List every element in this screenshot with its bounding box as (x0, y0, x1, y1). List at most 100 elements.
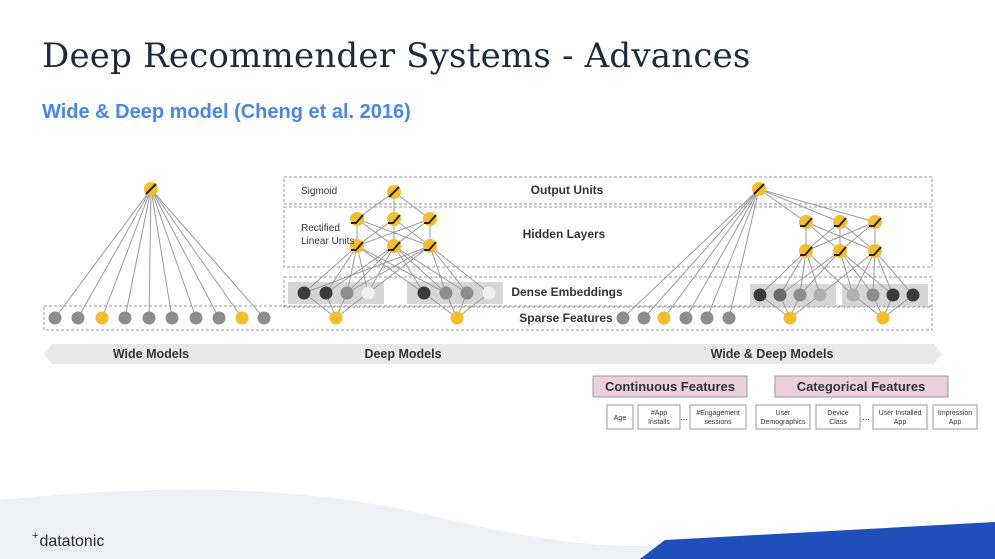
sparse-features-label: Sparse Features (519, 311, 613, 325)
wide-models-label: Wide Models (113, 347, 189, 361)
sparse-node (722, 311, 736, 325)
feature-item-label: Class (829, 419, 847, 426)
embedding-node (813, 288, 827, 302)
sparse-node (876, 311, 890, 325)
feature-item-label: App (894, 419, 907, 426)
layer-frames (43, 176, 933, 331)
embedding-node (773, 288, 787, 302)
embedding-node (753, 288, 767, 302)
widedeep-output-node (752, 182, 766, 196)
dense-embeddings-label: Dense Embeddings (511, 285, 623, 299)
sparse-node (118, 311, 132, 325)
sparse-nodes (48, 311, 890, 325)
embedding-node (340, 286, 354, 300)
feature-item-box (872, 404, 928, 430)
sparse-node (95, 311, 109, 325)
embedding-node (417, 286, 431, 300)
sparse-layer-frame (43, 305, 933, 331)
embedding-nodes (297, 286, 920, 302)
sparse-node (71, 311, 85, 325)
sparse-node (450, 311, 464, 325)
feature-item-box (815, 404, 861, 430)
feature-item-label: User (776, 410, 791, 417)
sparse-node (616, 311, 630, 325)
feature-item-label: Impression (938, 410, 972, 417)
feature-item-box (755, 404, 811, 430)
embedding-node (866, 288, 880, 302)
feature-item-label: #App (651, 410, 667, 417)
model-labels: Wide Models Deep Models Wide & Deep Mode… (113, 347, 834, 361)
feature-groups: Continuous Features Categorical Features… (592, 375, 978, 430)
output-layer-frame (283, 176, 933, 205)
continuous-features-box (592, 375, 748, 398)
logo-text: datatonic (39, 533, 105, 550)
hidden-layers-label: Hidden Layers (523, 227, 606, 241)
output-units-label: Output Units (531, 183, 604, 197)
sparse-node (235, 311, 249, 325)
feature-item-box (606, 404, 634, 430)
page-subtitle: Wide & Deep model (Cheng et al. 2016) (42, 101, 411, 123)
feature-item-label: Age (614, 415, 627, 422)
layer-labels: Sigmoid Rectified Linear Units Output Un… (301, 183, 623, 325)
deep-models-label: Deep Models (364, 347, 441, 361)
rectified-label-2: Linear Units (301, 236, 354, 247)
widedeep-hidden-node (868, 244, 882, 258)
feature-item-label: App (949, 419, 962, 426)
continuous-features-title: Continuous Features (605, 379, 735, 394)
deep-hidden-node (423, 212, 437, 226)
embedding-layer-frame (283, 276, 933, 308)
deep-hidden-node (350, 212, 364, 226)
hidden-layer-frame (283, 206, 933, 268)
feature-item-box (932, 404, 978, 430)
widedeep-hidden-node (799, 244, 813, 258)
page-title: Deep Recommender Systems - Advances (42, 36, 751, 76)
widedeep-hidden-node (868, 215, 882, 229)
feature-item-label: User Installed (879, 410, 922, 417)
activation-nodes (144, 182, 882, 258)
sparse-node (165, 311, 179, 325)
wide-output-node (144, 182, 158, 196)
sparse-node (657, 311, 671, 325)
embedding-node (439, 286, 453, 300)
sparse-node (48, 311, 62, 325)
feature-item-label: Demographics (760, 419, 806, 426)
sparse-node (142, 311, 156, 325)
wide-deep-models-label: Wide & Deep Models (711, 347, 834, 361)
embedding-node (886, 288, 900, 302)
rectified-label-1: Rectified (301, 223, 340, 234)
sparse-node (189, 311, 203, 325)
sparse-node (257, 311, 271, 325)
sparse-node (637, 311, 651, 325)
feature-item-label: #Engagement (696, 410, 740, 417)
embedding-node (793, 288, 807, 302)
embedding-node (460, 286, 474, 300)
categorical-features-box (774, 375, 949, 398)
models-banner (44, 344, 942, 364)
feature-item-box (689, 404, 747, 430)
sparse-node (329, 311, 343, 325)
embedding-node (482, 286, 496, 300)
feature-item-label: sessions (704, 419, 732, 426)
deep-output-node (387, 185, 401, 199)
embedding-bg-3 (750, 284, 836, 306)
feature-item-label: Installs (648, 419, 670, 426)
deep-hidden-node (387, 212, 401, 226)
bottom-blue-band (640, 522, 995, 559)
embedding-node (846, 288, 860, 302)
sparse-node (679, 311, 693, 325)
widedeep-hidden-node (799, 215, 813, 229)
embedding-node (906, 288, 920, 302)
logo-plus-icon: + (32, 530, 39, 542)
sparse-node (212, 311, 226, 325)
embedding-node (297, 286, 311, 300)
embedding-node (361, 286, 375, 300)
sigmoid-label: Sigmoid (301, 186, 337, 197)
widedeep-hidden-node (833, 244, 847, 258)
embedding-bg-1 (288, 282, 384, 304)
feature-ellipsis: ... (680, 412, 688, 422)
categorical-features-title: Categorical Features (797, 379, 926, 394)
deep-hidden-node (387, 239, 401, 253)
sparse-node (783, 311, 797, 325)
embedding-node (319, 286, 333, 300)
